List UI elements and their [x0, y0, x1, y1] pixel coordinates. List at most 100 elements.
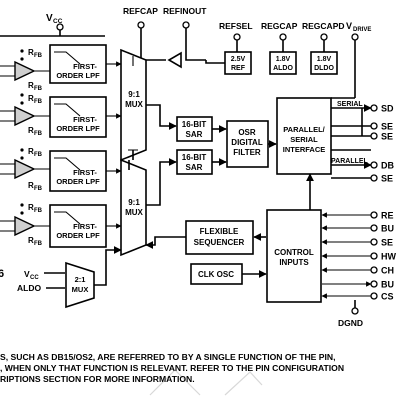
- right-pin-4: [370, 174, 378, 182]
- svg-text:OSR: OSR: [238, 128, 256, 137]
- right-pin-11: [370, 292, 378, 300]
- footnote-line-2: , WHEN ONLY THAT FUNCTION IS RELEVANT. R…: [0, 363, 345, 373]
- vcc-label: V: [46, 13, 53, 24]
- svg-text:ORDER LPF: ORDER LPF: [56, 231, 100, 240]
- mux9-bottom: 9:1 MUX: [120, 158, 147, 257]
- svg-text:ORDER LPF: ORDER LPF: [56, 124, 100, 133]
- svg-text:R: R: [28, 203, 34, 212]
- sar-bottom: 16-BIT SAR: [176, 149, 213, 175]
- refcap-pin: [137, 21, 145, 29]
- right-pin-label-2: SE: [381, 132, 393, 142]
- svg-text:CONTROL: CONTROL: [274, 248, 314, 257]
- svg-text:R: R: [28, 81, 34, 90]
- ref25-block: 2.5V REF: [224, 51, 252, 75]
- svg-text:FIRST-: FIRST-: [73, 115, 97, 124]
- svg-text:FB: FB: [34, 99, 43, 105]
- right-pin-8: [370, 252, 378, 260]
- channel-4: R FB R FB FIRST- ORDER LPF: [0, 203, 122, 248]
- svg-text:INTERFACE: INTERFACE: [283, 145, 326, 154]
- vcc-subscript: CC: [53, 18, 63, 25]
- refsel-pin: [233, 33, 241, 41]
- svg-text:PARALLEL/: PARALLEL/: [283, 125, 325, 134]
- svg-text:SERIAL: SERIAL: [290, 135, 318, 144]
- right-pin-label-3: DB: [381, 161, 394, 171]
- regcap-pin: [279, 33, 287, 41]
- osr-filter: OSR DIGITAL FILTER: [226, 120, 269, 168]
- svg-text:R: R: [28, 181, 34, 190]
- right-pin-1: [370, 122, 378, 130]
- svg-text:FB: FB: [34, 131, 43, 137]
- footnote-line-3: RIPTIONS SECTION FOR MORE INFORMATION.: [0, 374, 195, 384]
- svg-text:R: R: [28, 147, 34, 156]
- vdrive-subscript: DRIVE: [353, 27, 371, 33]
- svg-text:MUX: MUX: [125, 208, 143, 217]
- svg-text:MUX: MUX: [72, 285, 89, 294]
- svg-text:R: R: [28, 48, 34, 57]
- right-pin-label-1: SE: [381, 122, 393, 132]
- mux-sel-top: [128, 56, 138, 151]
- svg-text:9:1: 9:1: [128, 90, 140, 99]
- svg-text:R: R: [28, 94, 34, 103]
- vdrive-pin: [351, 33, 359, 41]
- mux-vcc-sub: CC: [30, 275, 39, 281]
- regcapd-label: REGCAPD: [302, 21, 345, 31]
- svg-text:R: R: [28, 236, 34, 245]
- refcap-line: [140, 28, 166, 61]
- svg-text:R: R: [28, 126, 34, 135]
- channel-group: R FB R FB FIRST- ORDER LPF R FB R FB FIR…: [0, 44, 122, 248]
- right-pin-6: [370, 224, 378, 232]
- parallel-bus: PARALLEL: [331, 149, 372, 179]
- svg-text:16-BIT: 16-BIT: [182, 153, 207, 162]
- dgnd-label: DGND: [338, 318, 363, 328]
- svg-text:CLK OSC: CLK OSC: [198, 270, 234, 279]
- left-fragment-6: 6: [0, 268, 4, 280]
- seq-to-mux: [145, 236, 186, 249]
- watermark-stroke: [149, 369, 201, 396]
- svg-text:1.8V: 1.8V: [276, 56, 291, 63]
- svg-text:FB: FB: [34, 86, 43, 92]
- vdrive-label: V: [346, 21, 352, 31]
- mux2-out: [94, 246, 122, 286]
- aldo-block: 1.8V ALDO: [269, 51, 297, 75]
- sequencer-block: FLEXIBLE SEQUENCER: [185, 220, 254, 255]
- mux-vcc-label: V: [24, 269, 30, 279]
- svg-text:1.8V: 1.8V: [317, 56, 332, 63]
- refinout-pin: [182, 21, 190, 29]
- watermark-stroke-2: [224, 371, 263, 396]
- control-input-lines: [321, 212, 372, 299]
- svg-text:SERIAL: SERIAL: [337, 101, 363, 108]
- svg-text:9:1: 9:1: [128, 198, 140, 207]
- svg-text:ORDER LPF: ORDER LPF: [56, 177, 100, 186]
- sar-top: 16-BIT SAR: [176, 116, 213, 142]
- svg-text:16-BIT: 16-BIT: [182, 120, 207, 129]
- svg-text:FB: FB: [34, 152, 43, 158]
- regcapd-pin: [320, 33, 328, 41]
- svg-text:2:1: 2:1: [75, 275, 86, 284]
- channel-1: R FB R FB FIRST- ORDER LPF: [0, 44, 122, 92]
- mux-aldo-label: ALDO: [17, 283, 41, 293]
- svg-text:FIRST-: FIRST-: [73, 62, 97, 71]
- right-pin-5: [370, 211, 378, 219]
- footnote: S, SUCH AS DB15/OS2, ARE REFERRED TO BY …: [0, 352, 400, 385]
- serial-bus: SERIAL: [331, 101, 372, 137]
- refinout-label: REFINOUT: [163, 6, 207, 16]
- regcap-label: REGCAP: [261, 21, 298, 31]
- svg-text:INPUTS: INPUTS: [279, 258, 309, 267]
- svg-text:FLEXIBLE: FLEXIBLE: [200, 227, 239, 236]
- top-labels: V CC REFCAP REFINOUT REFSEL REGCAP REGCA…: [46, 6, 371, 33]
- svg-text:DLDO: DLDO: [314, 65, 334, 72]
- svg-text:PARALLEL: PARALLEL: [331, 158, 369, 165]
- channel-3: R FB R FB FIRST- ORDER LPF: [0, 147, 122, 192]
- right-pin-label-9: CH: [381, 266, 394, 276]
- refcap-label: REFCAP: [123, 6, 158, 16]
- right-pin-7: [370, 238, 378, 246]
- dldo-block: 1.8V DLDO: [310, 51, 338, 75]
- control-inputs-block: CONTROL INPUTS: [266, 209, 322, 303]
- right-pin-label-8: HW: [381, 252, 396, 262]
- mux-crossover: [128, 150, 134, 170]
- svg-text:FIRST-: FIRST-: [73, 222, 97, 231]
- right-pin-2: [370, 132, 378, 140]
- mux2-inputs: [44, 272, 65, 289]
- svg-text:ALDO: ALDO: [273, 65, 293, 72]
